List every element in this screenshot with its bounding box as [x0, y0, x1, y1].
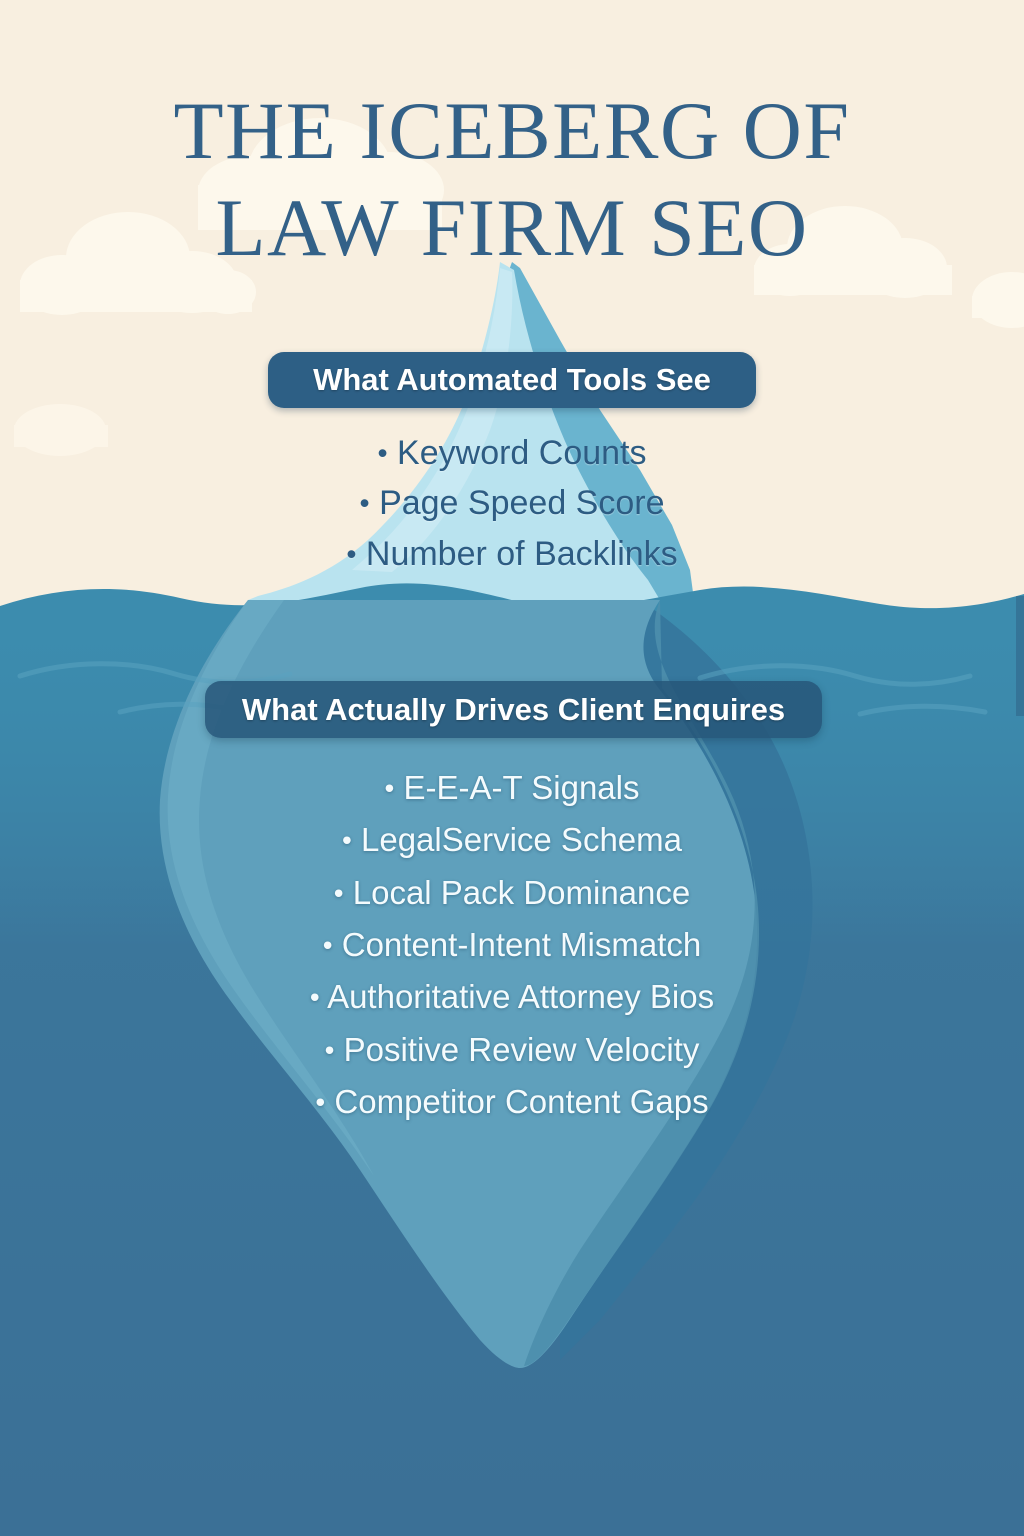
- above-water-list: • Keyword Counts • Page Speed Score • Nu…: [0, 428, 1024, 579]
- bullet-icon: •: [384, 772, 395, 804]
- list-item-label: Number of Backlinks: [365, 534, 678, 573]
- list-item: • Authoritative Attorney Bios: [0, 971, 1024, 1023]
- list-item-label: Page Speed Score: [379, 484, 665, 523]
- list-item: • Local Pack Dominance: [0, 867, 1024, 919]
- list-item: • Content-Intent Mismatch: [0, 919, 1024, 971]
- list-item-label: Local Pack Dominance: [352, 873, 691, 911]
- below-water-list: • E-E-A-T Signals • LegalService Schema …: [0, 762, 1024, 1128]
- bullet-icon: •: [341, 824, 352, 856]
- bullet-icon: •: [377, 437, 388, 470]
- title-line-1: THE ICEBERG OF: [173, 84, 851, 176]
- list-item: • LegalService Schema: [0, 814, 1024, 866]
- cloud-far-right: [972, 272, 1024, 328]
- list-item-label: Positive Review Velocity: [343, 1030, 700, 1068]
- iceberg-crest-highlight: [352, 268, 513, 572]
- badge-what-automated-tools-see: What Automated Tools See: [268, 352, 756, 408]
- list-item-label: E-E-A-T Signals: [403, 769, 640, 806]
- page-title: THE ICEBERG OF LAW FIRM SEO: [0, 83, 1024, 277]
- list-item: • Positive Review Velocity: [0, 1024, 1024, 1076]
- cloud-low-left: [14, 404, 108, 456]
- cloud-right: [754, 206, 952, 298]
- badge-what-actually-drives-client-enquires: What Actually Drives Client Enquires: [205, 681, 822, 738]
- cloud-left: [20, 212, 256, 315]
- list-item: • Keyword Counts: [0, 428, 1024, 478]
- bullet-icon: •: [315, 1086, 326, 1118]
- list-item: • Competitor Content Gaps: [0, 1076, 1024, 1128]
- bullet-icon: •: [309, 981, 320, 1013]
- bullet-icon: •: [359, 487, 370, 520]
- list-item-label: Authoritative Attorney Bios: [327, 978, 715, 1016]
- list-item-label: Keyword Counts: [397, 434, 647, 472]
- iceberg-below-main: [159, 600, 758, 1368]
- bullet-icon: •: [322, 929, 333, 961]
- bullet-icon: •: [324, 1033, 335, 1065]
- list-item: • E-E-A-T Signals: [0, 762, 1024, 814]
- iceberg-below-face-shadow: [524, 600, 760, 1366]
- bullet-icon: •: [346, 537, 357, 570]
- iceberg-above-main: [248, 262, 660, 600]
- right-edge-strip: [1016, 596, 1024, 716]
- list-item: • Number of Backlinks: [0, 529, 1024, 579]
- list-item: • Page Speed Score: [0, 478, 1024, 528]
- list-item-label: LegalService Schema: [360, 821, 682, 859]
- list-item-label: Competitor Content Gaps: [334, 1082, 709, 1120]
- list-item-label: Content-Intent Mismatch: [341, 925, 702, 963]
- cloud-group: [14, 118, 1024, 456]
- title-line-2: LAW FIRM SEO: [215, 181, 809, 273]
- bullet-icon: •: [333, 876, 344, 908]
- cloud-title: [198, 118, 444, 230]
